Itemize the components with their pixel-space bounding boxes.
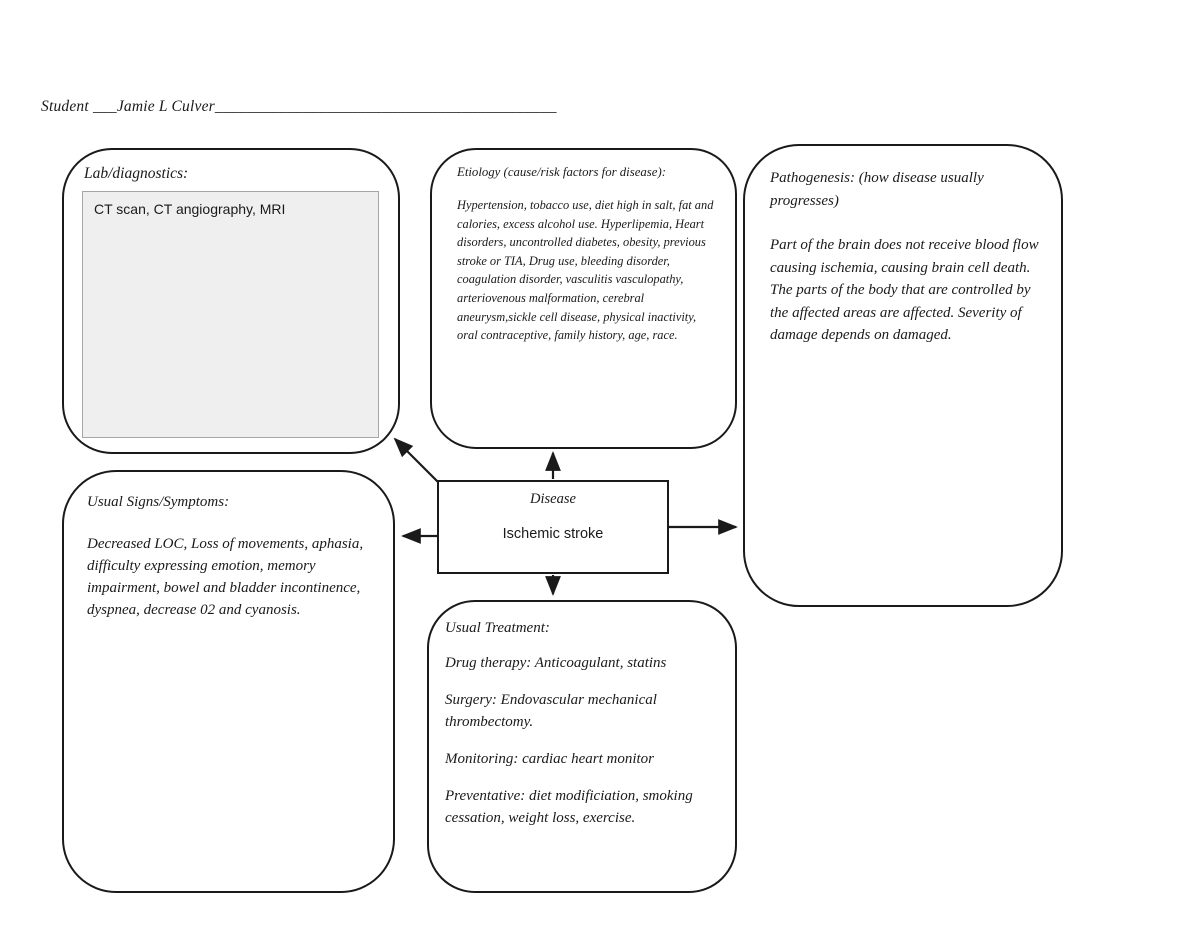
lab-diagnostics-content: CT scan, CT angiography, MRI	[94, 201, 286, 217]
treatment-title: Usual Treatment:	[445, 620, 550, 636]
treatment-box: Usual Treatment: Drug therapy: Anticoagu…	[427, 600, 737, 893]
arrow-disease-to-lab	[393, 437, 439, 483]
lab-diagnostics-textfield: CT scan, CT angiography, MRI	[82, 191, 379, 438]
treatment-surgery: Surgery: Endovascular mechanical thrombe…	[445, 692, 657, 730]
treatment-drug-therapy: Drug therapy: Anticoagulant, statins	[445, 655, 667, 671]
disease-name: Ischemic stroke	[502, 526, 604, 542]
pathogenesis-title: Pathogenesis: (how disease usually progr…	[770, 170, 984, 209]
treatment-preventative: Preventative: diet modificiation, smokin…	[445, 788, 693, 826]
etiology-title: Etiology (cause/risk factors for disease…	[457, 165, 666, 179]
disease-label: Disease	[530, 491, 576, 507]
signs-symptoms-body: Decreased LOC, Loss of movements, aphasi…	[87, 536, 364, 618]
pathogenesis-body: Part of the brain does not receive blood…	[770, 237, 1039, 343]
lab-diagnostics-title: Lab/diagnostics:	[84, 165, 189, 182]
etiology-box: Etiology (cause/risk factors for disease…	[430, 148, 737, 449]
student-name-line: Student ___Jamie L Culver_______________…	[41, 98, 557, 115]
treatment-monitoring: Monitoring: cardiac heart monitor	[445, 751, 655, 767]
signs-symptoms-title: Usual Signs/Symptoms:	[87, 494, 230, 510]
lab-diagnostics-box: Lab/diagnostics: CT scan, CT angiography…	[62, 148, 400, 454]
pathogenesis-box: Pathogenesis: (how disease usually progr…	[743, 144, 1063, 607]
signs-symptoms-box: Usual Signs/Symptoms: Decreased LOC, Los…	[62, 470, 395, 893]
disease-box: Disease Ischemic stroke	[437, 480, 669, 574]
etiology-body: Hypertension, tobacco use, diet high in …	[457, 198, 714, 343]
